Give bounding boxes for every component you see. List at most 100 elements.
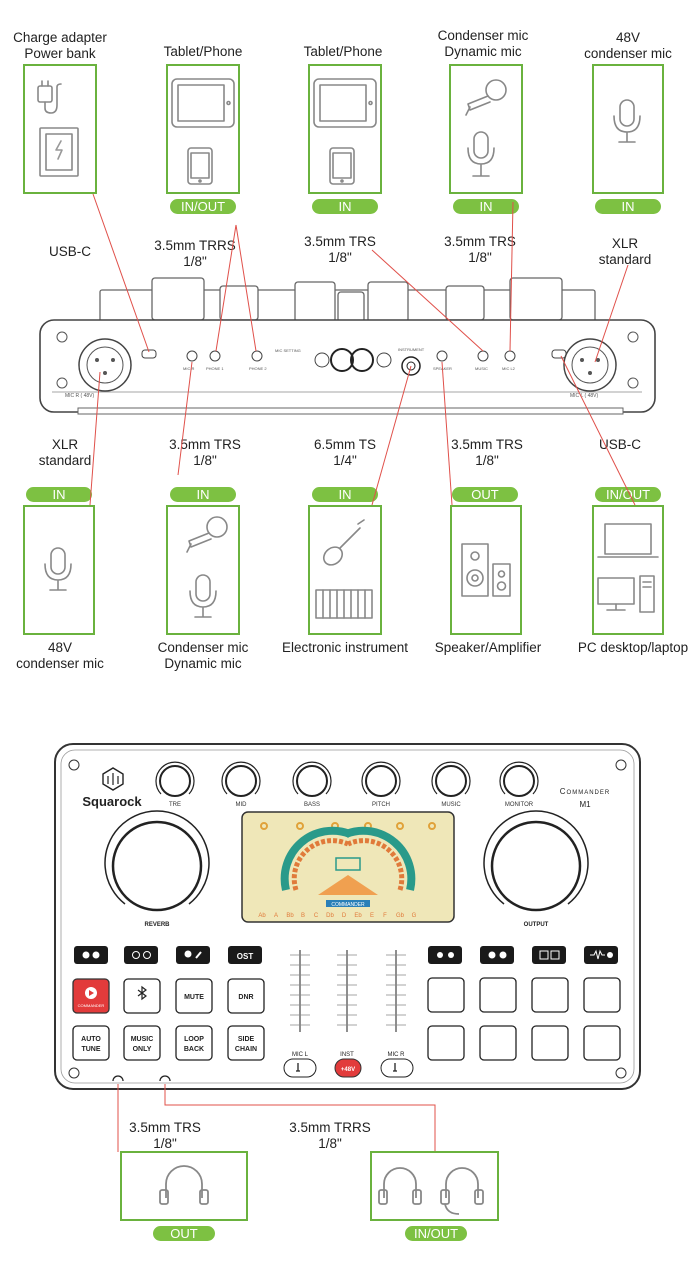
svg-text:D: D: [342, 913, 347, 919]
output-knob: [490, 820, 582, 912]
svg-text:TUNE: TUNE: [81, 1046, 100, 1053]
svg-text:Ab: Ab: [258, 913, 266, 919]
svg-text:MIC SETTING: MIC SETTING: [275, 348, 301, 353]
device-box-48v-mic: [23, 505, 95, 635]
badge-in-out: IN/OUT: [595, 487, 661, 502]
badge-out: OUT: [153, 1226, 215, 1241]
knob-mid: MID: [236, 802, 248, 808]
bluetooth-icon: [137, 985, 147, 1001]
microphone-icon: [613, 99, 641, 143]
reverb-label: REVERB: [144, 922, 170, 928]
laptop-icon: [597, 523, 659, 558]
source-label-tablet-1: Tablet/Phone: [163, 44, 243, 59]
badge-out: OUT: [452, 487, 518, 502]
headphones-icon: [378, 1167, 422, 1205]
knob-bass: BASS: [304, 802, 320, 808]
wire-lines: [89, 193, 636, 506]
auto-tune-button: [72, 1025, 110, 1061]
svg-text:Bb: Bb: [286, 913, 294, 919]
device-label-pc: PC desktop/laptop: [577, 640, 689, 655]
device-box-pc: [592, 505, 664, 635]
brand-name: Squarock: [82, 794, 142, 809]
output-label: OUTPUT: [524, 922, 549, 928]
svg-text:B: B: [301, 913, 305, 919]
sample-pads[interactable]: [427, 977, 621, 1061]
svg-text:COMMANDER: COMMANDER: [78, 1003, 105, 1008]
loop-back-button: [175, 1025, 213, 1061]
faders[interactable]: [290, 950, 406, 1032]
squarock-logo: [102, 767, 124, 791]
mic-l-button: [283, 1058, 317, 1078]
device-box-headphone: [120, 1151, 248, 1221]
rear-panel-top: [99, 277, 596, 323]
headset-icon: [440, 1167, 484, 1215]
rear-label-mic-r: MIC R ( 48V): [65, 393, 95, 399]
svg-text:Db: Db: [326, 913, 334, 919]
svg-text:LOOP: LOOP: [184, 1036, 204, 1043]
svg-text:MUSIC: MUSIC: [475, 366, 488, 371]
source-label-tablet-2: Tablet/Phone: [303, 44, 383, 59]
mic-r-button: [380, 1058, 414, 1078]
badge-in-out: IN/OUT: [405, 1226, 467, 1241]
microphone-icon: [44, 547, 72, 591]
rear-panel: MIC R ( 48V) MIC L ( 48V) MIC R PHONE 1 …: [39, 319, 656, 415]
rear-label-mic-l: MIC L ( 48V): [570, 393, 598, 399]
phone-icon: [187, 147, 213, 185]
model-name: Commander: [560, 787, 610, 796]
device-box-instrument: [308, 505, 382, 635]
headphone-jack-2: [159, 1075, 171, 1082]
knob-music: MUSIC: [441, 802, 461, 808]
connector-label-usbc-top: USB-C: [48, 244, 91, 259]
connector-label-usbc-bottom: USB-C: [598, 437, 641, 452]
effect-buttons-left[interactable]: OST: [74, 946, 262, 964]
screen-center-label: COMMANDER: [331, 902, 365, 908]
svg-text:DNR: DNR: [238, 994, 253, 1001]
badge-in: IN: [453, 199, 519, 214]
headphones-icon: [159, 1165, 209, 1205]
svg-text:+48V: +48V: [341, 1067, 355, 1073]
microphone-icon: [467, 131, 495, 177]
badge-in: IN: [595, 199, 661, 214]
connection-diagram: MIC R ( 48V) MIC L ( 48V) MIC R PHONE 1 …: [37, 78, 659, 619]
fader-label-mic-l: MIC L: [292, 1052, 309, 1058]
source-box-mic: [449, 64, 523, 194]
svg-text:E: E: [370, 913, 374, 919]
knob-pitch: PITCH: [372, 802, 390, 808]
effect-buttons-right[interactable]: [428, 946, 618, 964]
ost-button: OST: [237, 952, 254, 961]
mute-button: [175, 978, 213, 1014]
phone-icon: [329, 147, 355, 185]
svg-text:AUTO: AUTO: [81, 1036, 101, 1043]
svg-text:SIDE: SIDE: [238, 1036, 255, 1043]
tablet-icon: [171, 78, 235, 128]
knob-monitor: MONITOR: [505, 802, 534, 808]
svg-text:PHONE 2: PHONE 2: [249, 366, 267, 371]
eq-knobs: [159, 765, 535, 797]
svg-text:ONLY: ONLY: [133, 1046, 152, 1053]
svg-text:A: A: [274, 913, 278, 919]
headphone-jack-1: [112, 1075, 124, 1082]
guitar-icon: [322, 519, 365, 566]
svg-text:F: F: [383, 913, 387, 919]
model-number: M1: [579, 800, 591, 809]
device-label-speaker: Speaker/Amplifier: [434, 640, 542, 655]
phantom-power-button: [334, 1058, 362, 1078]
microphone-icon: [189, 574, 217, 618]
fader-label-inst: INST: [340, 1052, 354, 1058]
svg-text:Eb: Eb: [354, 913, 362, 919]
power-bank-icon: [39, 127, 79, 177]
usbc-port: [551, 349, 567, 359]
svg-text:INSTRUMENT: INSTRUMENT: [398, 347, 425, 352]
side-chain-button: [227, 1025, 265, 1061]
